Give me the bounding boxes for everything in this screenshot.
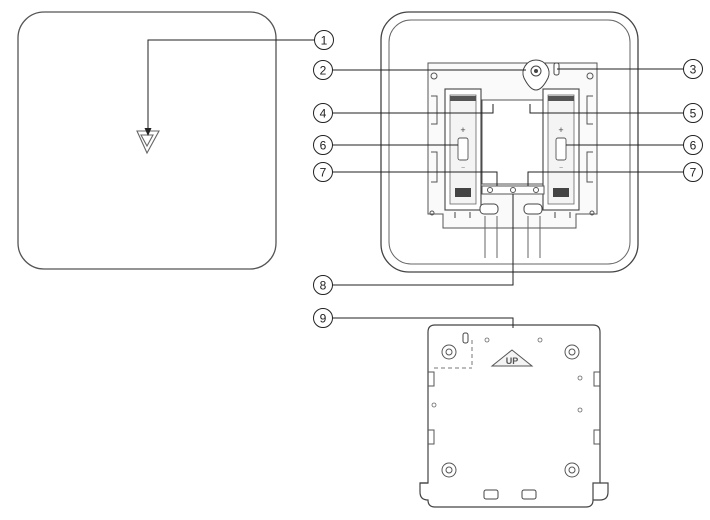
side-latches — [431, 95, 593, 183]
center-frame — [481, 99, 545, 185]
battery-contact — [548, 96, 574, 101]
callout-6-left: 6 — [313, 135, 333, 155]
hook-legs — [484, 216, 541, 258]
up-label: UP — [506, 356, 519, 366]
leader-lines — [147, 39, 684, 328]
callout-number: 7 — [320, 166, 327, 180]
battery-minus-label: − — [559, 165, 563, 172]
battery-spring — [455, 188, 471, 197]
device-front-body — [17, 11, 277, 270]
screw-icon — [429, 210, 435, 216]
callout-7-right: 7 — [683, 162, 703, 182]
callout-number: 5 — [690, 107, 697, 121]
callout-number: 7 — [690, 166, 697, 180]
contact-bar — [481, 185, 545, 195]
leader-7-right — [527, 171, 684, 186]
callouts: 1 2 3 4 5 6 6 7 — [313, 30, 703, 328]
callout-5: 5 — [683, 103, 703, 123]
screw-icon — [589, 210, 595, 216]
callout-7-left: 7 — [313, 162, 333, 182]
up-arrow-icon: UP — [490, 349, 534, 367]
callout-4: 4 — [313, 103, 333, 123]
mount-hole-icon — [441, 344, 580, 478]
callout-8: 8 — [313, 275, 333, 295]
leader-5 — [529, 104, 684, 114]
device-front — [17, 11, 277, 270]
leader-1 — [147, 39, 314, 130]
battery-minus-label: − — [461, 165, 465, 172]
leader-4 — [332, 104, 494, 114]
callout-number: 6 — [690, 139, 697, 153]
callout-6-right: 6 — [683, 135, 703, 155]
leader-8 — [332, 194, 514, 286]
callout-number: 6 — [320, 139, 327, 153]
leader-7-left — [332, 171, 498, 186]
callout-number: 8 — [320, 279, 327, 293]
small-holes — [431, 337, 583, 413]
screw-icon — [430, 72, 438, 80]
tamper-button — [522, 59, 550, 91]
battery-compartment-left: + − — [444, 88, 482, 211]
breakout-lines — [434, 340, 473, 369]
battery-spring — [553, 188, 569, 197]
leader-9 — [332, 317, 514, 328]
callout-number: 1 — [321, 34, 328, 48]
mounting-plate: UP — [419, 324, 609, 508]
bottom-latches — [454, 203, 571, 218]
plate-bottom-notches — [483, 489, 537, 500]
leader-arrows — [144, 128, 152, 136]
device-back: + − + − — [380, 11, 639, 273]
battery-plus-label: + — [558, 125, 563, 135]
callout-number: 9 — [320, 312, 327, 326]
battery-compartment-right: + − — [542, 88, 580, 211]
callout-3: 3 — [683, 59, 703, 79]
callout-number: 2 — [320, 64, 327, 78]
plate-side-clips — [428, 371, 600, 445]
battery-plus-label: + — [460, 125, 465, 135]
callout-9: 9 — [313, 308, 333, 328]
callout-number: 4 — [320, 107, 327, 121]
callout-2: 2 — [313, 60, 333, 80]
callout-1: 1 — [314, 30, 334, 50]
battery-contact — [450, 96, 476, 101]
screw-icon — [586, 72, 594, 80]
tamper-slot — [462, 332, 469, 344]
callout-number: 3 — [690, 63, 697, 77]
